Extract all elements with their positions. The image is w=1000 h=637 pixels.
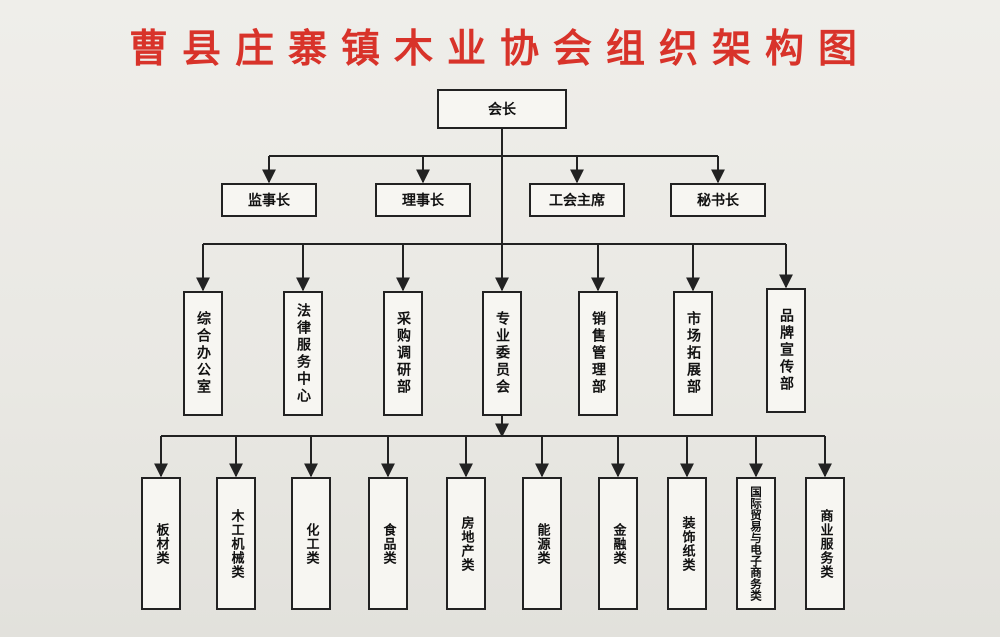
node-label: 品牌宣传部 [778, 308, 794, 393]
node-board-category: 板材类 [141, 477, 181, 610]
node-label: 金融类 [610, 522, 626, 565]
node-label: 市场拓展部 [685, 311, 701, 396]
node-label: 综合办公室 [195, 311, 211, 396]
node-professional-committee: 专业委员会 [482, 291, 522, 416]
node-supervisor-chief: 监事长 [221, 183, 317, 217]
node-council-chief: 理事长 [375, 183, 471, 217]
node-legal-service-center: 法律服务中心 [283, 291, 323, 416]
node-international-trade-ecommerce-category: 国际贸易与电子商务类 [736, 477, 776, 610]
node-secretary-general: 秘书长 [670, 183, 766, 217]
node-commercial-services-category: 商业服务类 [805, 477, 845, 610]
node-brand-promotion: 品牌宣传部 [766, 288, 806, 413]
node-label: 秘书长 [697, 193, 739, 209]
node-label: 木工机械类 [228, 508, 244, 579]
node-chemical-category: 化工类 [291, 477, 331, 610]
node-label: 板材类 [153, 522, 169, 565]
node-label: 商业服务类 [817, 508, 833, 579]
node-energy-category: 能源类 [522, 477, 562, 610]
node-union-chairman: 工会主席 [529, 183, 625, 217]
node-label: 化工类 [303, 522, 319, 565]
node-label: 监事长 [248, 193, 290, 209]
node-general-office: 综合办公室 [183, 291, 223, 416]
node-woodworking-machinery-category: 木工机械类 [216, 477, 256, 610]
node-label: 理事长 [402, 193, 444, 209]
node-decorative-paper-category: 装饰纸类 [667, 477, 707, 610]
node-real-estate-category: 房地产类 [446, 477, 486, 610]
node-label: 能源类 [534, 522, 550, 565]
chart-title: 曹县庄寨镇木业协会组织架构图 [128, 27, 871, 72]
node-sales-management: 销售管理部 [578, 291, 618, 416]
node-president: 会长 [437, 89, 567, 129]
node-president-label: 会长 [488, 102, 516, 118]
node-label: 装饰纸类 [679, 515, 695, 572]
node-label: 专业委员会 [494, 311, 510, 396]
node-label: 销售管理部 [590, 311, 606, 396]
node-label: 采购调研部 [395, 311, 411, 396]
node-label: 工会主席 [549, 193, 605, 209]
node-food-category: 食品类 [368, 477, 408, 610]
node-label: 国际贸易与电子商务类 [749, 486, 763, 601]
node-finance-category: 金融类 [598, 477, 638, 610]
node-label: 食品类 [380, 522, 396, 565]
node-procurement-research: 采购调研部 [383, 291, 423, 416]
node-label: 房地产类 [458, 515, 474, 572]
node-market-expansion: 市场拓展部 [673, 291, 713, 416]
node-label: 法律服务中心 [295, 302, 311, 405]
